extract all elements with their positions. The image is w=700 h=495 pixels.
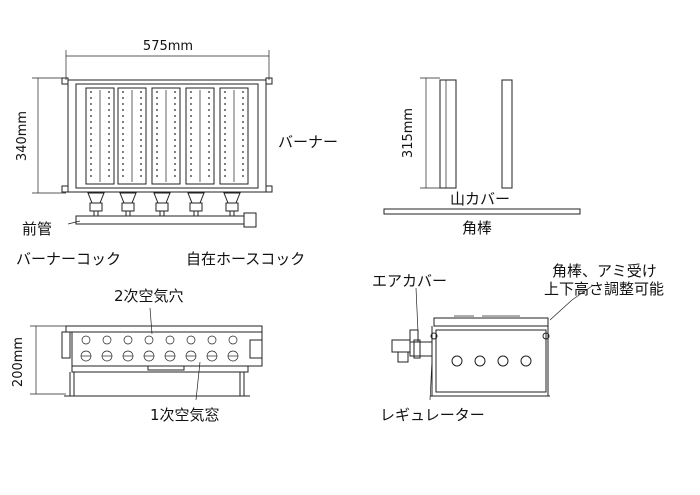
burner-cock — [187, 192, 205, 217]
air-cover-label: エアカバー — [372, 272, 447, 290]
adjustable-label-line1: 角棒、アミ受け — [552, 262, 657, 280]
secondary-air-hole-label: 2次空気穴 — [114, 287, 184, 305]
burner-cock — [119, 192, 137, 217]
burner-cock-label: バーナーコック — [16, 250, 121, 268]
side-assembly-view — [391, 285, 593, 401]
air-hole — [102, 335, 112, 345]
burner-cock — [87, 192, 105, 217]
front-pipe — [75, 215, 245, 225]
burner-label: バーナー — [278, 133, 338, 151]
burner-cocks — [87, 192, 241, 217]
burner-tube — [185, 87, 215, 185]
square-bar — [383, 208, 581, 215]
regulator — [391, 339, 411, 353]
width-dimension-label: 575mm — [143, 39, 193, 54]
burner-tube — [219, 87, 249, 185]
air-hole — [207, 335, 217, 345]
front-pipe-label: 前管 — [22, 220, 52, 238]
secondary-air-holes — [80, 335, 239, 362]
burner-frame — [67, 79, 267, 193]
primary-air-window-label: 1次空気窓 — [150, 406, 220, 424]
regulator-label: レギュレーター — [380, 406, 485, 424]
mountain-cover-label: 山カバー — [450, 190, 510, 208]
air-hole — [186, 335, 196, 345]
front-view: 200mm — [11, 307, 263, 401]
mountain-cover-left — [439, 79, 457, 189]
side-height-label: 315mm — [401, 108, 416, 158]
air-hole — [228, 335, 238, 345]
burner-cock — [153, 192, 171, 217]
hose-cock-fitting — [243, 212, 257, 228]
square-bar-label: 角棒 — [462, 219, 492, 237]
burner-tubes — [85, 87, 249, 185]
mountain-cover-right — [501, 79, 513, 189]
top-view: 575mm 340mm — [15, 39, 273, 228]
burner-tube — [85, 87, 115, 185]
adjustable-label-line2: 上下高さ調整可能 — [544, 280, 664, 298]
height-dimension-label: 340mm — [15, 111, 30, 161]
air-hole — [81, 335, 91, 345]
burner-body-side — [435, 329, 547, 393]
burner-cock — [223, 192, 241, 217]
air-hole — [144, 335, 154, 345]
burner-tube — [151, 87, 181, 185]
air-hole — [123, 335, 133, 345]
air-hole — [165, 335, 175, 345]
side-view: 315mm — [383, 77, 581, 215]
hose-cock-label: 自在ホースコック — [186, 250, 305, 268]
burner-tube — [117, 87, 147, 185]
front-height-label: 200mm — [11, 337, 26, 387]
